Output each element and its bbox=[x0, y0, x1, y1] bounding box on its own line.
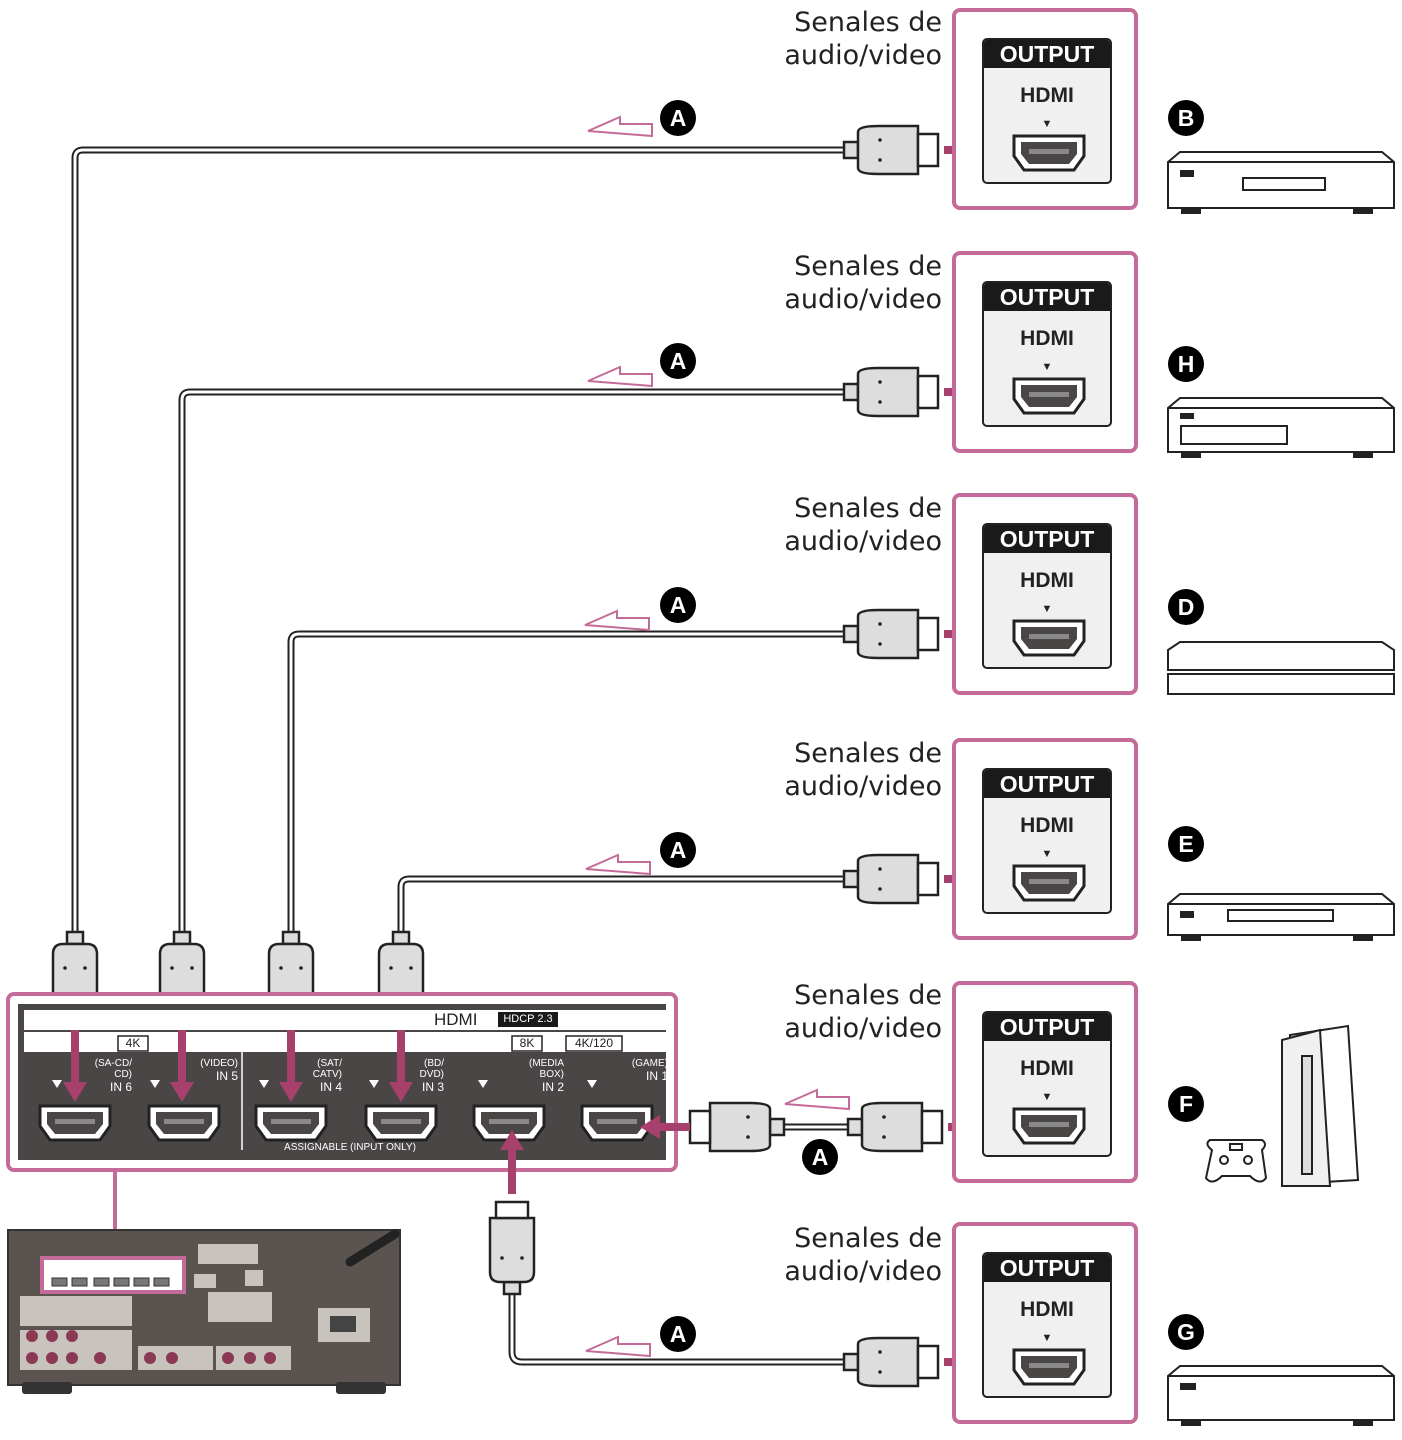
output-panel: OUTPUT HDMI ▼ bbox=[952, 738, 1138, 940]
port-marker-icon: ▼ bbox=[1041, 603, 1053, 615]
hdmi-label: HDMI bbox=[1020, 327, 1074, 350]
hdmi-port-icon bbox=[1012, 1348, 1086, 1386]
input-label-in6: (SA-CD/CD) IN 6 bbox=[94, 1058, 132, 1094]
cable-b-to-in6 bbox=[71, 146, 848, 935]
device-badge: G bbox=[1168, 1314, 1204, 1350]
port-marker-icon: ▼ bbox=[1041, 118, 1053, 130]
output-port-box: OUTPUT HDMI ▼ bbox=[982, 1011, 1112, 1157]
input-label-in4: (SAT/CATV) IN 4 bbox=[312, 1058, 342, 1094]
output-label: OUTPUT bbox=[984, 1254, 1110, 1282]
cable-routes bbox=[71, 146, 850, 1366]
media-box-icon bbox=[1167, 1365, 1395, 1426]
hdmi-label: HDMI bbox=[1020, 814, 1074, 837]
source-plugs bbox=[688, 124, 944, 1388]
output-port-box: OUTPUT HDMI ▼ bbox=[982, 1252, 1112, 1398]
panel-hdmi-title: HDMI bbox=[434, 1010, 478, 1029]
hdmi-port-icon bbox=[1012, 134, 1086, 172]
input-label-in3: (BD/DVD) IN 3 bbox=[419, 1058, 444, 1094]
hdmi-label: HDMI bbox=[1020, 1298, 1074, 1321]
output-port-box: OUTPUT HDMI ▼ bbox=[982, 523, 1112, 669]
output-label: OUTPUT bbox=[984, 525, 1110, 553]
hdmi-label: HDMI bbox=[1020, 569, 1074, 592]
cable-badge: A bbox=[660, 100, 696, 136]
recorder-icon bbox=[1167, 397, 1395, 458]
input-label-in5: (VIDEO) IN 5 bbox=[200, 1058, 238, 1083]
insert-arrows-receiver bbox=[63, 1030, 690, 1194]
cable-badge: A bbox=[660, 587, 696, 623]
tag-4k120: 4K/120 bbox=[574, 1036, 614, 1050]
cable-badge: A bbox=[660, 1316, 696, 1352]
blu-ray-player-icon bbox=[1167, 151, 1395, 214]
device-badge: B bbox=[1168, 100, 1204, 136]
hdmi-port-icon bbox=[1012, 864, 1086, 902]
device-badge: E bbox=[1168, 826, 1204, 862]
output-label: OUTPUT bbox=[984, 40, 1110, 68]
output-panel: OUTPUT HDMI ▼ bbox=[952, 1222, 1138, 1424]
output-label: OUTPUT bbox=[984, 283, 1110, 311]
output-port-box: OUTPUT HDMI ▼ bbox=[982, 768, 1112, 914]
output-label: OUTPUT bbox=[984, 770, 1110, 798]
device-badge: H bbox=[1168, 346, 1204, 382]
output-panel: OUTPUT HDMI ▼ bbox=[952, 981, 1138, 1183]
port-marker-icon: ▼ bbox=[1041, 1091, 1053, 1103]
device-badge: F bbox=[1168, 1086, 1204, 1122]
hdcp-label: HDCP 2.3 bbox=[503, 1013, 553, 1025]
device-badge: D bbox=[1168, 589, 1204, 625]
assignable-label: ASSIGNABLE (INPUT ONLY) bbox=[284, 1142, 416, 1153]
hdmi-port-icon bbox=[1012, 377, 1086, 415]
receiver-hdmi-panel bbox=[6, 992, 678, 1172]
game-console-icon bbox=[1204, 1024, 1360, 1187]
set-top-box-icon bbox=[1167, 641, 1395, 695]
cable-e-to-in3 bbox=[397, 875, 848, 935]
port-marker-icon: ▼ bbox=[1041, 1332, 1053, 1344]
output-label: OUTPUT bbox=[984, 1013, 1110, 1041]
cable-h-to-in5 bbox=[178, 388, 848, 935]
hdmi-label: HDMI bbox=[1020, 1057, 1074, 1080]
input-label-in1: (GAME) IN 1 bbox=[631, 1058, 668, 1083]
output-port-box: OUTPUT HDMI ▼ bbox=[982, 281, 1112, 427]
tag-4k: 4K bbox=[125, 1036, 141, 1050]
hdmi-port-icon bbox=[1012, 619, 1086, 657]
cable-badge: A bbox=[802, 1139, 838, 1175]
signal-direction-arrows bbox=[584, 115, 850, 1358]
cable-badge: A bbox=[660, 343, 696, 379]
output-panel: OUTPUT HDMI ▼ bbox=[952, 251, 1138, 453]
output-port-box: OUTPUT HDMI ▼ bbox=[982, 38, 1112, 184]
output-panel: OUTPUT HDMI ▼ bbox=[952, 8, 1138, 210]
tag-8k: 8K bbox=[519, 1036, 535, 1050]
cable-badge: A bbox=[660, 832, 696, 868]
output-panel: OUTPUT HDMI ▼ bbox=[952, 493, 1138, 695]
port-marker-icon: ▼ bbox=[1041, 848, 1053, 860]
hdmi-label: HDMI bbox=[1020, 84, 1074, 107]
disc-player-icon bbox=[1167, 893, 1395, 941]
av-receiver-icon bbox=[7, 1229, 401, 1394]
port-marker-icon: ▼ bbox=[1041, 361, 1053, 373]
hdmi-port-icon bbox=[1012, 1107, 1086, 1145]
